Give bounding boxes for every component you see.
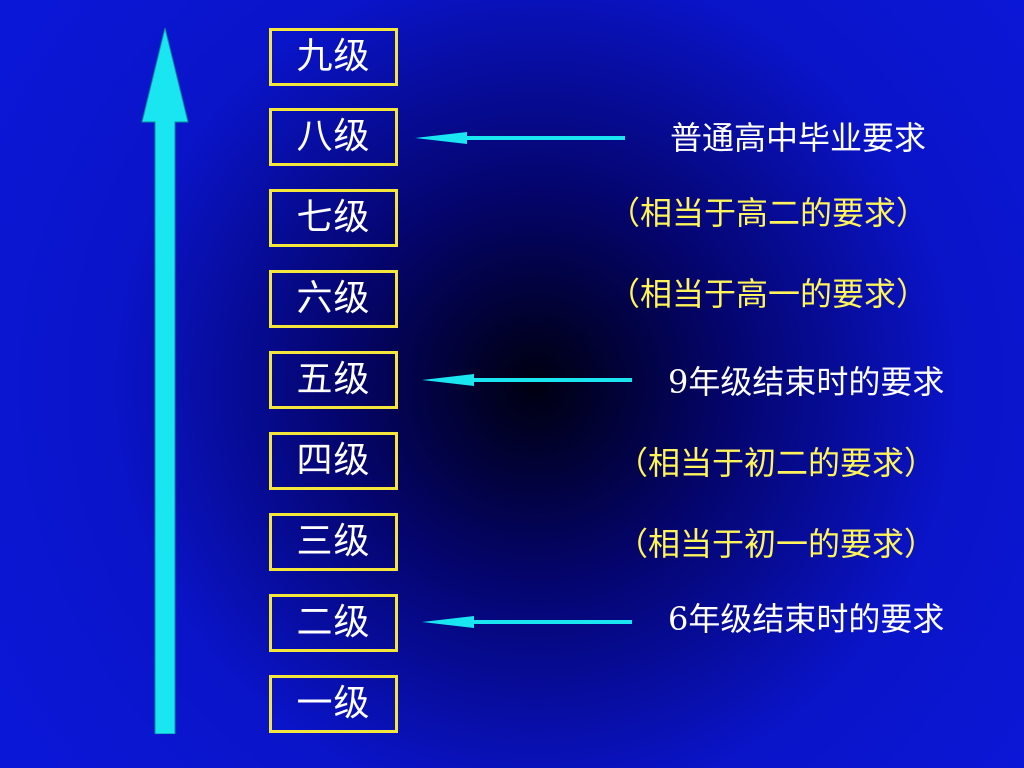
note-level2: 6年级结束时的要求: [668, 600, 945, 638]
level-box-1: 一级: [269, 675, 398, 733]
pointer-arrow-level8: [415, 132, 625, 144]
note-level4: （相当于初二的要求）: [616, 444, 937, 482]
note-level5: 9年级结束时的要求: [668, 363, 945, 401]
level-box-3: 三级: [269, 513, 398, 571]
vertical-up-arrow: [141, 28, 189, 734]
level-box-4: 四级: [269, 432, 398, 490]
level-box-7: 七级: [269, 189, 398, 247]
level-box-6: 六级: [269, 270, 398, 328]
note-level6: （相当于高一的要求）: [608, 275, 929, 313]
level-box-2: 二级: [269, 594, 398, 652]
level-box-8: 八级: [269, 108, 398, 166]
pointer-arrow-level5: [422, 374, 632, 386]
note-level7: （相当于高二的要求）: [608, 194, 929, 232]
level-box-9: 九级: [269, 28, 398, 86]
note-level8: 普通高中毕业要求: [670, 119, 927, 157]
level-box-5: 五级: [269, 351, 398, 409]
pointer-arrow-level2: [422, 616, 632, 628]
note-level3: （相当于初一的要求）: [616, 525, 937, 563]
